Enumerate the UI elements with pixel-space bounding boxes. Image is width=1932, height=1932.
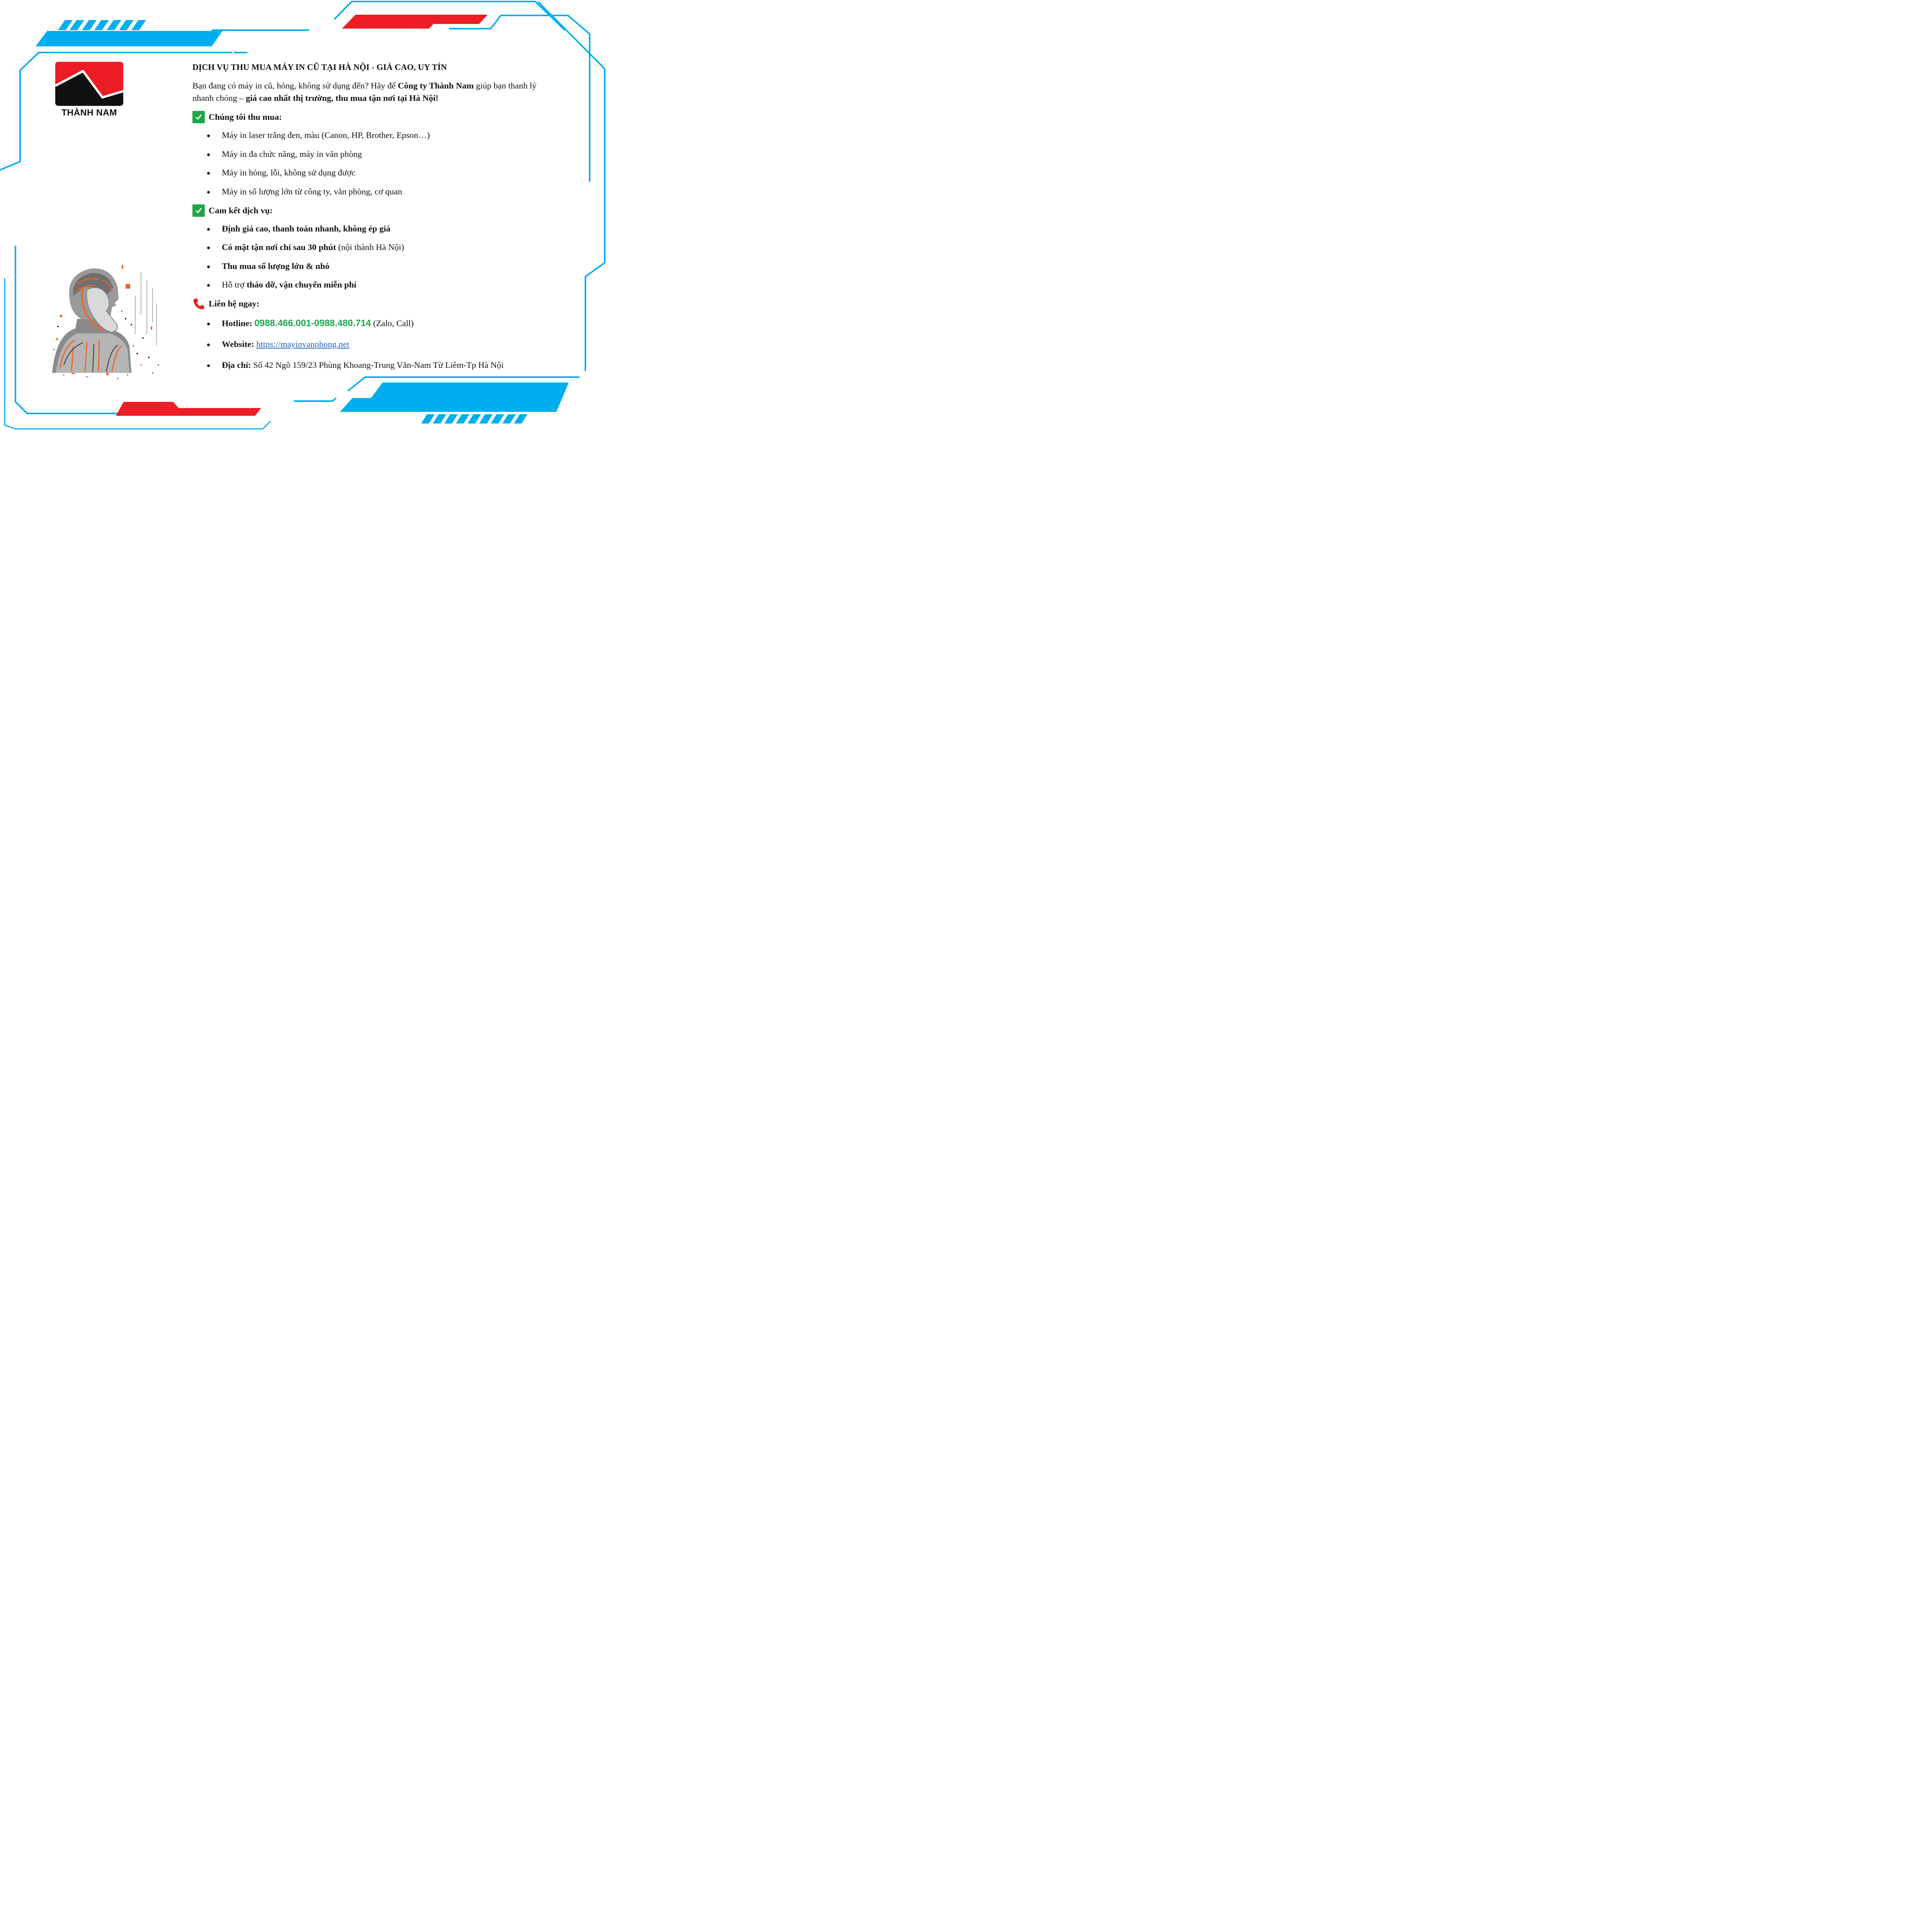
- list-item: Có mặt tận nơi chỉ sau 30 phút (nội thàn…: [192, 241, 563, 253]
- bottom-right-stripes: [340, 383, 569, 423]
- check-icon: [192, 111, 205, 123]
- section-commit-heading: Cam kết dịch vụ:: [192, 204, 563, 217]
- main-content: DỊCH VỤ THU MUA MÁY IN CŨ TẠI HÀ NỘI - G…: [192, 61, 563, 371]
- company-logo: [55, 62, 123, 106]
- section-contact-heading: Liên hệ ngay:: [192, 297, 563, 310]
- website-item: Website: https://mayinvanphong.net: [192, 338, 563, 350]
- commit-item2-bold: Có mặt tận nơi chỉ sau 30 phút: [222, 242, 336, 252]
- address-text: Số 42 Ngõ 159/23 Phùng Khoang-Trung Văn-…: [251, 360, 504, 370]
- website-link[interactable]: https://mayinvanphong.net: [256, 339, 349, 349]
- hotline-item: Hotline: 0988.466.001-0988.480.714 (Zalo…: [192, 317, 563, 330]
- page-title: DỊCH VỤ THU MUA MÁY IN CŨ TẠI HÀ NỘI - G…: [192, 62, 447, 72]
- top-red-bar: [342, 15, 488, 29]
- list-item: Máy in số lượng lớn từ công ty, văn phòn…: [192, 185, 563, 198]
- website-label: Website:: [222, 339, 254, 349]
- section-contact-label: Liên hệ ngay:: [209, 299, 260, 308]
- decorative-frame: [0, 1, 605, 430]
- commit-item2-rest: (nội thành Hà Nội): [336, 242, 404, 252]
- list-item: Máy in đa chức năng, máy in văn phòng: [192, 148, 563, 160]
- intro-part1: Bạn đang có máy in cũ, hỏng, không sử dụ…: [192, 81, 398, 90]
- intro-highlight: giá cao nhất thị trường, thu mua tận nơi…: [246, 93, 439, 103]
- top-left-stripes: [36, 20, 223, 46]
- intro-part2: giúp bạn thanh lý nhanh chóng –: [192, 81, 537, 103]
- section-buy-heading: Chúng tôi thu mua:: [192, 111, 563, 124]
- hotline-number[interactable]: 0988.466.001-0988.480.714: [254, 318, 371, 328]
- address-item: Địa chỉ: Số 42 Ngõ 159/23 Phùng Khoang-T…: [192, 359, 563, 371]
- bottom-red-bar: [116, 402, 261, 416]
- address-label: Địa chỉ:: [222, 360, 251, 370]
- list-item: Máy in hỏng, lỗi, không sử dụng được: [192, 167, 563, 179]
- phone-icon: [193, 298, 204, 310]
- hotline-note: (Zalo, Call): [371, 318, 414, 328]
- list-item: Hỗ trợ tháo dỡ, vận chuyển miễn phí: [192, 279, 563, 291]
- commit-item4-pre: Hỗ trợ: [222, 280, 247, 289]
- list-item: Máy in laser trắng đen, màu (Canon, HP, …: [192, 129, 563, 141]
- intro-paragraph: Bạn đang có máy in cũ, hỏng, không sử dụ…: [192, 80, 548, 104]
- logo-text: THÀNH NAM: [61, 107, 117, 117]
- buy-list: Máy in laser trắng đen, màu (Canon, HP, …: [192, 129, 563, 198]
- hotline-label: Hotline:: [222, 318, 252, 328]
- intro-company: Công ty Thành Nam: [398, 81, 474, 90]
- section-buy-label: Chúng tôi thu mua:: [209, 112, 282, 122]
- section-commit-label: Cam kết dịch vụ:: [209, 205, 273, 215]
- list-item: Định giá cao, thanh toán nhanh, không ép…: [192, 223, 563, 235]
- commit-item4-bold: tháo dỡ, vận chuyển miễn phí: [247, 280, 357, 289]
- list-item: Thu mua số lượng lớn & nhỏ: [192, 260, 563, 272]
- robot-head-illustration: [52, 265, 159, 379]
- commit-list: Định giá cao, thanh toán nhanh, không ép…: [192, 223, 563, 291]
- check-icon: [192, 204, 205, 217]
- contact-list: Hotline: 0988.466.001-0988.480.714 (Zalo…: [192, 317, 563, 371]
